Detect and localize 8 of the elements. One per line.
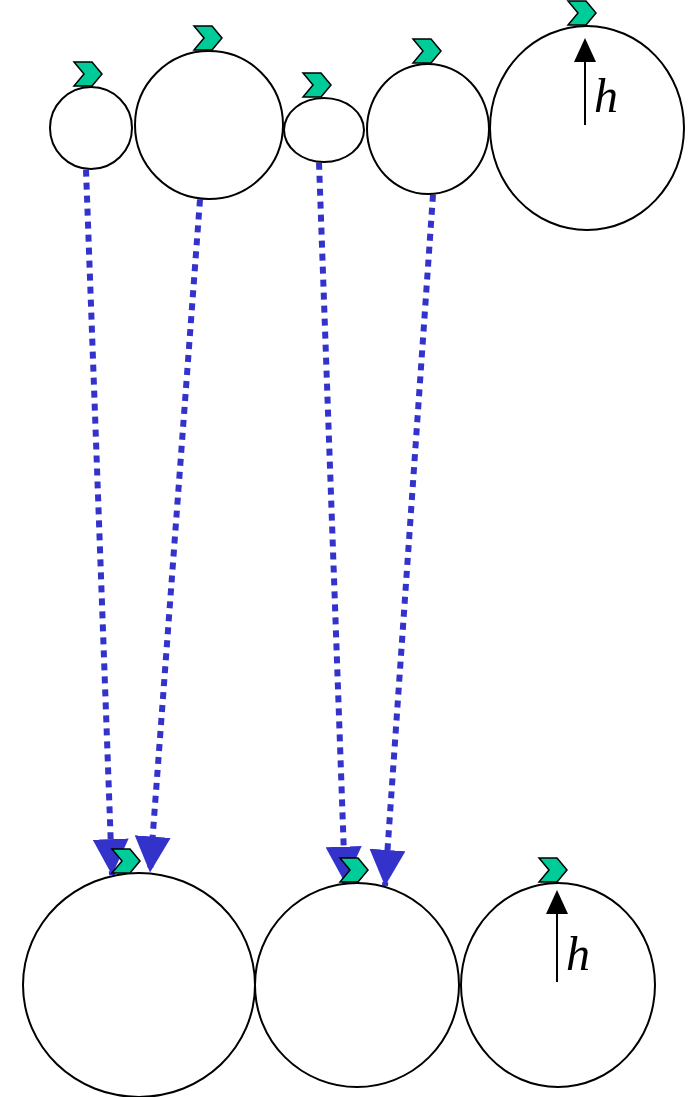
- dashed-arrow: [369, 194, 436, 887]
- dashed-arrow: [83, 169, 129, 876]
- circle: [254, 882, 460, 1088]
- height-label: h: [566, 930, 590, 978]
- height-label: h: [594, 72, 618, 120]
- circle: [489, 25, 685, 231]
- dashed-arrow: [134, 199, 203, 873]
- circle: [460, 882, 656, 1088]
